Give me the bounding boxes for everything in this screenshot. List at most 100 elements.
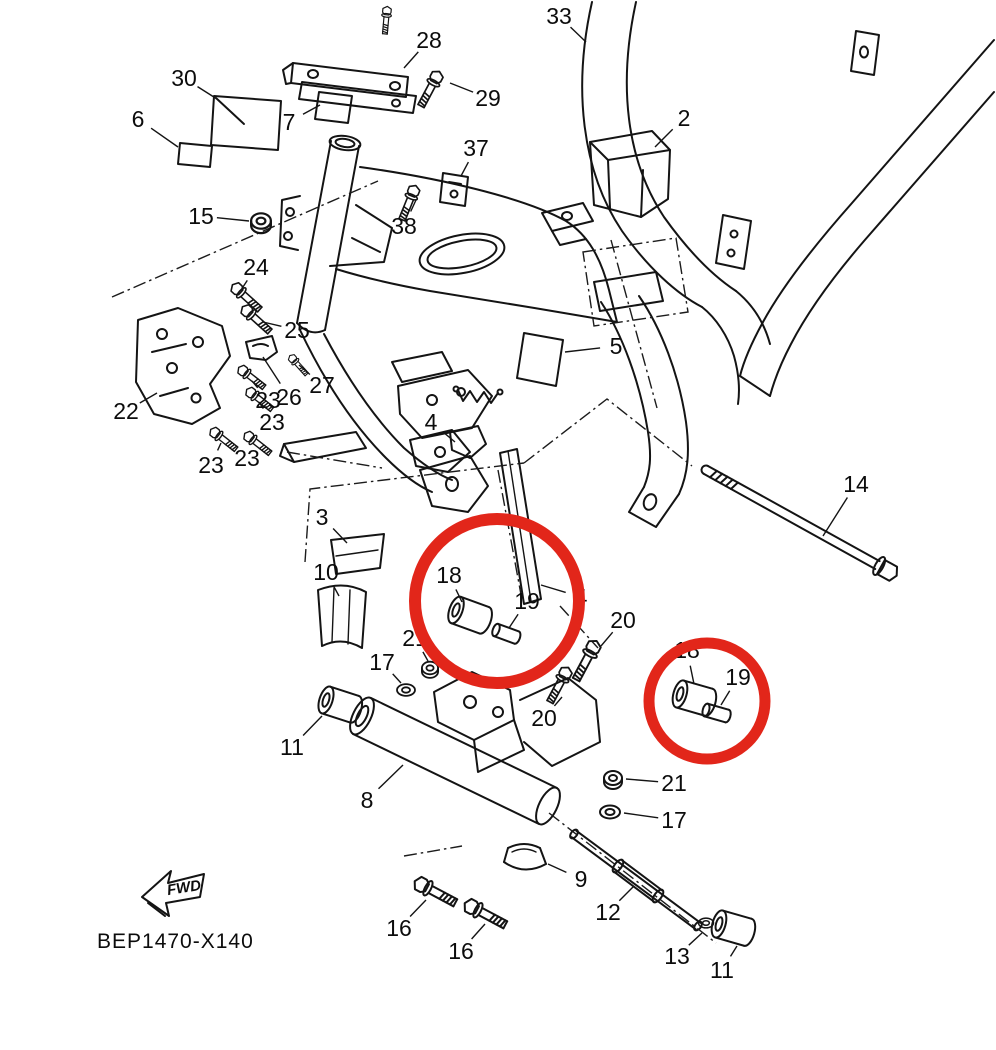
part-number-label: 19 bbox=[725, 664, 751, 690]
bushing-18 bbox=[444, 593, 497, 637]
highlight-circle bbox=[643, 637, 771, 765]
part-number-label: 2 bbox=[678, 105, 691, 131]
leader-line bbox=[688, 932, 703, 946]
part-number-label: 29 bbox=[475, 85, 501, 111]
part-number-label: 11 bbox=[710, 957, 734, 983]
leader-line bbox=[409, 899, 427, 917]
leader-line bbox=[240, 280, 248, 291]
leader-line bbox=[720, 690, 731, 706]
leader-line bbox=[508, 613, 519, 629]
part-number-label: 17 bbox=[369, 649, 395, 675]
bolt-20 bbox=[568, 636, 605, 685]
diagram-code: BEP1470-X140 bbox=[97, 930, 254, 953]
bolt-16 bbox=[459, 895, 511, 933]
part-number-label: 14 bbox=[843, 471, 869, 497]
leader-line bbox=[262, 321, 282, 327]
nut-21 bbox=[603, 770, 623, 790]
part-number-label: 12 bbox=[595, 899, 621, 925]
part-number-label: 23 bbox=[255, 387, 281, 413]
leader-line bbox=[150, 127, 179, 148]
leader-line bbox=[262, 356, 281, 384]
part-number-label: 23 bbox=[234, 445, 260, 471]
nut-15 bbox=[250, 212, 272, 235]
highlight-circle bbox=[409, 513, 585, 689]
part-number-label: 16 bbox=[448, 938, 474, 964]
pin-19 bbox=[489, 621, 523, 646]
leader-line bbox=[442, 431, 456, 443]
leader-lines bbox=[139, 26, 848, 957]
part-number-label: 13 bbox=[664, 943, 690, 969]
part-number-label: 5 bbox=[610, 333, 623, 359]
part-number-label: 27 bbox=[309, 372, 335, 398]
leader-line bbox=[422, 651, 429, 662]
part-number-label: 15 bbox=[188, 203, 214, 229]
part-number-label: 7 bbox=[283, 109, 296, 135]
leader-line bbox=[332, 585, 340, 597]
nut-21 bbox=[420, 660, 440, 679]
leader-line bbox=[410, 199, 417, 212]
leader-line bbox=[302, 715, 323, 736]
highlight-circles bbox=[409, 513, 771, 765]
part-number-label: 16 bbox=[386, 915, 412, 941]
part-number-label: 37 bbox=[463, 135, 489, 161]
leader-line bbox=[216, 442, 222, 451]
leader-line bbox=[623, 812, 659, 819]
leader-line bbox=[455, 589, 463, 603]
leader-line bbox=[570, 26, 587, 43]
bushing-18 bbox=[668, 677, 720, 719]
part-number-label: 25 bbox=[284, 317, 310, 343]
part-number-label: 38 bbox=[391, 213, 417, 239]
leader-line bbox=[392, 673, 402, 684]
centerline-dashes bbox=[111, 180, 717, 944]
leader-line bbox=[600, 631, 614, 647]
leader-line bbox=[540, 584, 566, 594]
part-number-label: 9 bbox=[575, 866, 588, 892]
leader-line bbox=[449, 82, 474, 93]
frame-line-art bbox=[135, 1, 995, 932]
bolt-16 bbox=[409, 873, 461, 911]
part-number-label: 23 bbox=[198, 452, 224, 478]
leader-line bbox=[197, 86, 218, 100]
part-number-label: 3 bbox=[316, 504, 329, 530]
bolt-29 bbox=[414, 67, 447, 111]
leader-line bbox=[564, 347, 601, 353]
part-number-label: 23 bbox=[259, 409, 285, 435]
part-number-label: 26 bbox=[276, 384, 302, 410]
leader-line bbox=[258, 401, 264, 409]
leader-line bbox=[729, 945, 738, 957]
leader-line bbox=[403, 51, 419, 69]
part-number-label: 20 bbox=[531, 705, 557, 731]
part-number-label: 18 bbox=[436, 562, 462, 588]
part-number-label: 30 bbox=[171, 65, 197, 91]
screw-27 bbox=[285, 352, 311, 378]
screw-top bbox=[379, 5, 393, 35]
bolt-24 bbox=[227, 279, 265, 315]
washer-17 bbox=[396, 683, 416, 697]
leader-line bbox=[547, 863, 567, 874]
part-number-label: 11 bbox=[280, 734, 304, 760]
leader-line bbox=[553, 696, 563, 707]
leader-line bbox=[139, 392, 158, 404]
leader-line bbox=[460, 161, 470, 177]
part-number-label: 22 bbox=[113, 398, 139, 424]
leader-line bbox=[216, 217, 250, 222]
leader-line bbox=[298, 364, 311, 376]
bolt-25 bbox=[237, 301, 275, 337]
leader-line bbox=[654, 128, 674, 148]
leader-line bbox=[332, 528, 348, 544]
leader-line bbox=[378, 764, 404, 790]
part-number-label: 6 bbox=[132, 106, 145, 132]
leader-line bbox=[251, 380, 259, 389]
part-number-label: 10 bbox=[313, 559, 339, 585]
part-number-label: 20 bbox=[610, 607, 636, 633]
part-number-label: 19 bbox=[514, 588, 540, 614]
leader-line bbox=[471, 923, 486, 940]
washer-17 bbox=[599, 804, 621, 820]
part-number-label: 4 bbox=[425, 409, 438, 435]
fwd-label: FWD bbox=[166, 877, 203, 899]
part-number-label: 17 bbox=[661, 807, 687, 833]
pin-19 bbox=[700, 701, 734, 725]
